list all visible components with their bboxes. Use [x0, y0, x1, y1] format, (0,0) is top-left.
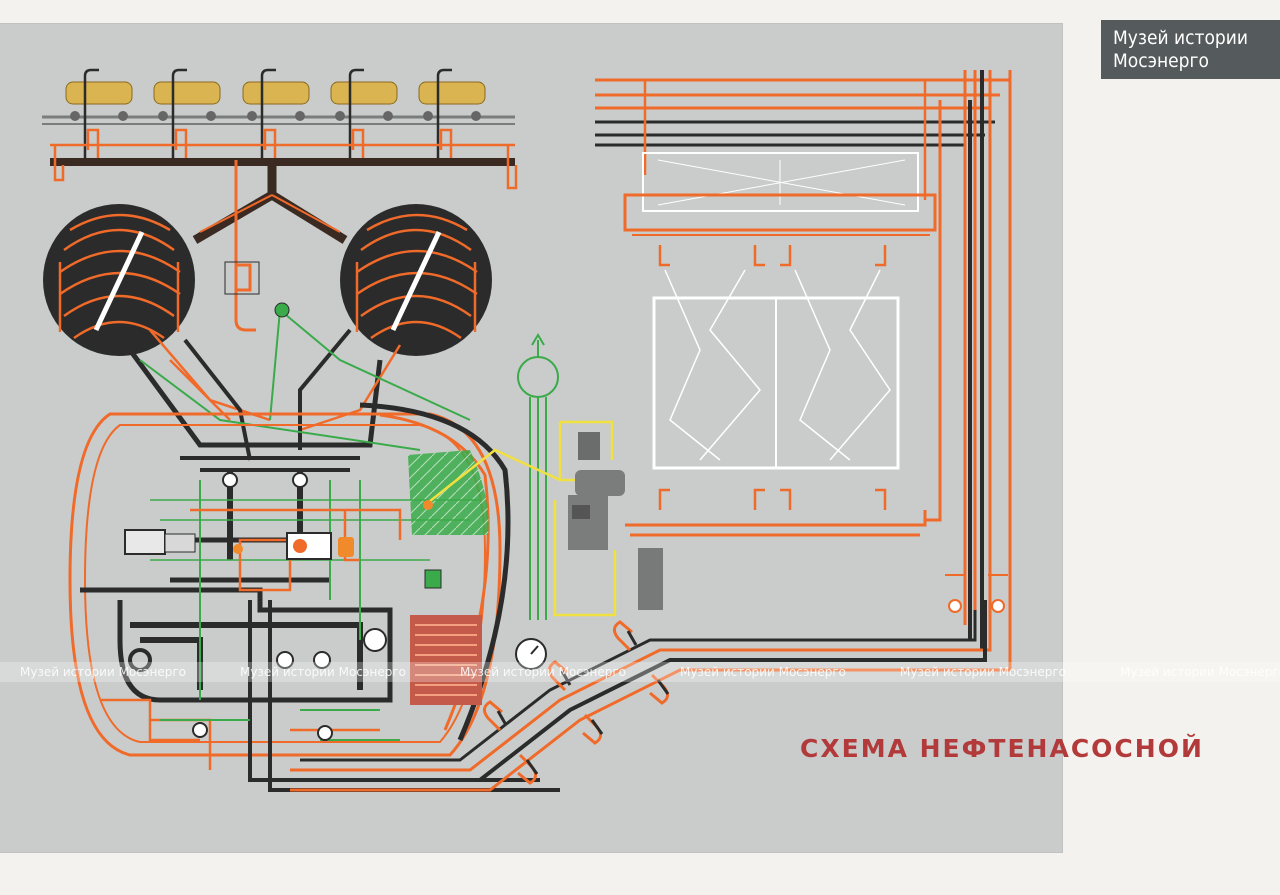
valve-icon: [274, 302, 290, 318]
valve-icon: [423, 500, 433, 510]
badge-line-1: Музей истории: [1113, 27, 1248, 49]
watermark-text: Музей истории Мосэнерго: [460, 665, 626, 679]
motor-icon: [568, 432, 625, 550]
watermark-text: Музей истории Мосэнерго: [900, 665, 1066, 679]
trunk-pipeline: [290, 600, 1012, 792]
pump-icon: [124, 529, 196, 555]
boiler-house-lines: [595, 70, 1012, 650]
valve-icon: [128, 544, 442, 672]
pressure-gauge-icon: [515, 638, 547, 670]
tank-car-icon: [153, 81, 221, 121]
heater-coil-icon: [410, 615, 482, 705]
tank-car-icon: [65, 81, 133, 121]
poster-title: СХЕМА НЕФТЕНАСОСНОЙ: [800, 734, 1204, 763]
watermark-text: Музей истории Мосэнерго: [20, 665, 186, 679]
pressure-gauge-icon: [192, 472, 387, 741]
watermark-text: Музей истории Мосэнерго: [1120, 665, 1280, 679]
rail-unloading-track: [42, 115, 515, 125]
heated-tank-icon: [340, 204, 492, 356]
drain-valves: [945, 574, 1008, 613]
watermark-band: Музей истории Мосэнерго Музей истории Мо…: [0, 662, 1280, 682]
vent-line: [517, 333, 559, 620]
watermark-text: Музей истории Мосэнерго: [680, 665, 846, 679]
unloading-collector: [50, 143, 518, 244]
tank-car-icon: [242, 81, 310, 121]
tank-car-icon: [330, 81, 398, 121]
burner-nozzles: [658, 245, 887, 510]
expansion-loop-icon: [483, 620, 670, 785]
museum-watermark-badge: Музей истории Мосэнерго: [1101, 20, 1280, 79]
heated-tank-icon: [43, 204, 195, 356]
pump-icon: [286, 532, 354, 560]
watermark-text: Музей истории Мосэнерго: [240, 665, 406, 679]
boiler-icon: [638, 548, 663, 610]
boiler-icon: [652, 269, 900, 470]
badge-line-2: Мосэнерго: [1113, 50, 1209, 72]
control-signal-line: [424, 420, 617, 617]
tank-car-icon: [418, 81, 486, 121]
